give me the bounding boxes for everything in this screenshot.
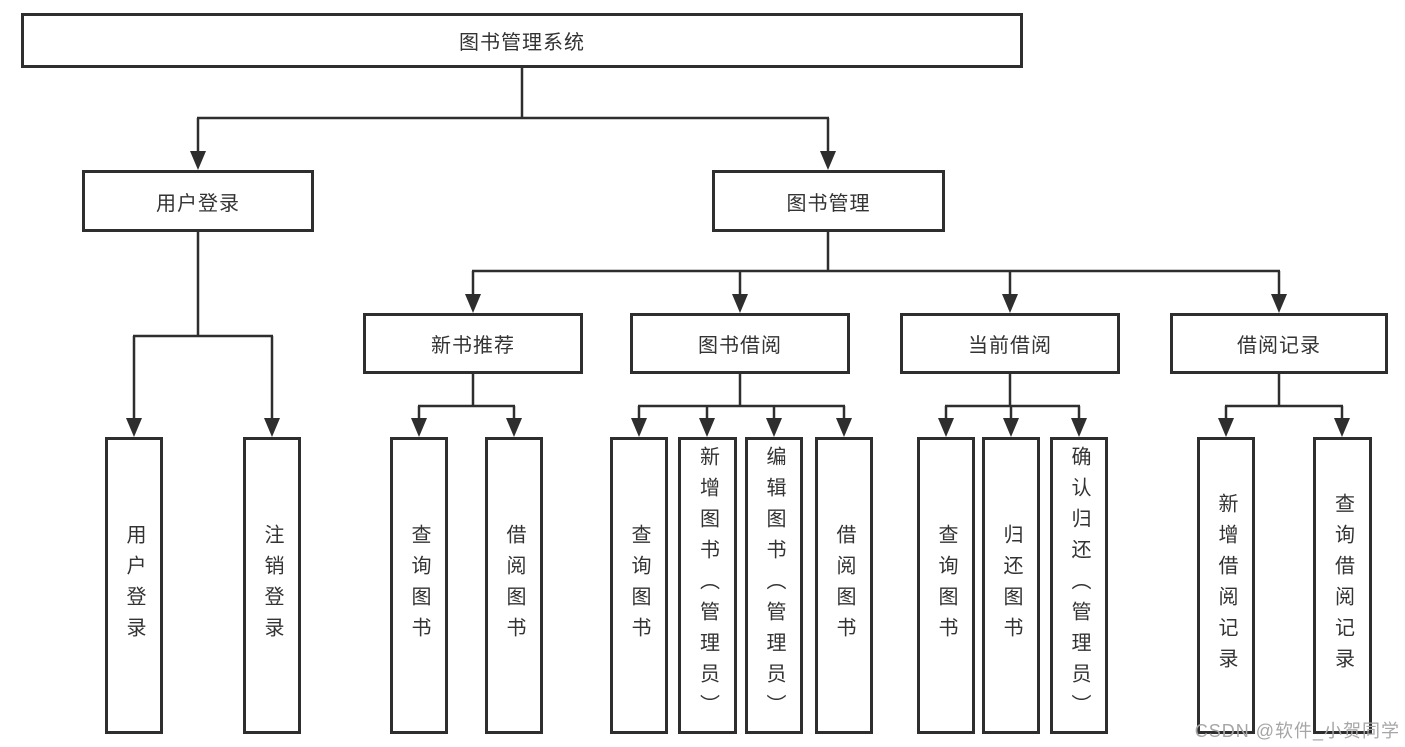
node-root-library-system: 图书管理系统	[21, 13, 1023, 68]
leaf-cb-query-books-label: 查询图书	[935, 523, 957, 648]
node-book-management: 图书管理	[712, 170, 945, 232]
connector-book-management-to-level3	[465, 232, 1287, 313]
leaf-cb-return-books: 归还图书	[982, 437, 1040, 734]
leaf-br-query-record: 查询借阅记录	[1313, 437, 1372, 734]
leaf-nb-query-books: 查询图书	[390, 437, 448, 734]
leaf-cb-query-books: 查询图书	[917, 437, 975, 734]
leaf-bb-edit-books-admin: 编辑图书（管理员）	[745, 437, 803, 734]
connector-root-to-level2	[190, 68, 836, 170]
leaf-bb-add-books-admin: 新增图书（管理员）	[678, 437, 737, 734]
leaf-bb-query-books: 查询图书	[610, 437, 668, 734]
node-borrow-records: 借阅记录	[1170, 313, 1388, 374]
node-book-management-label: 图书管理	[786, 192, 871, 215]
node-current-borrow: 当前借阅	[900, 313, 1120, 374]
node-borrow-records-label: 借阅记录	[1237, 335, 1321, 357]
leaf-br-add-record: 新增借阅记录	[1197, 437, 1255, 734]
connector-borrow-records-to-leaves	[1218, 374, 1350, 437]
leaf-logout-label: 注销登录	[261, 523, 283, 648]
leaf-nb-borrow-books-label: 借阅图书	[503, 523, 525, 648]
node-root-label: 图书管理系统	[459, 32, 585, 54]
leaf-cb-confirm-return-admin: 确认归还（管理员）	[1050, 437, 1108, 734]
node-book-borrow-label: 图书借阅	[698, 335, 782, 357]
leaf-cb-confirm-return-admin-label: 确认归还（管理员）	[1068, 446, 1090, 725]
csdn-watermark: CSDN @软件_小贺同学	[1194, 721, 1400, 741]
leaf-bb-add-books-admin-label: 新增图书（管理员）	[696, 446, 719, 725]
leaf-cb-return-books-label: 归还图书	[1000, 523, 1022, 648]
connector-user-login-to-leaves	[126, 232, 280, 437]
leaf-user-login-label: 用户登录	[123, 523, 145, 648]
leaf-logout: 注销登录	[243, 437, 301, 734]
node-current-borrow-label: 当前借阅	[968, 335, 1052, 357]
leaf-nb-query-books-label: 查询图书	[408, 523, 430, 648]
node-new-book-recommend-label: 新书推荐	[431, 335, 515, 357]
connector-current-borrow-to-leaves	[938, 374, 1087, 437]
leaf-br-query-record-label: 查询借阅记录	[1331, 492, 1354, 679]
leaf-bb-query-books-label: 查询图书	[628, 523, 650, 648]
node-new-book-recommend: 新书推荐	[363, 313, 583, 374]
leaf-bb-borrow-books-label: 借阅图书	[833, 523, 855, 648]
connector-book-borrow-to-leaves	[631, 374, 852, 437]
leaf-br-add-record-label: 新增借阅记录	[1215, 492, 1237, 679]
leaf-nb-borrow-books: 借阅图书	[485, 437, 543, 734]
leaf-bb-borrow-books: 借阅图书	[815, 437, 873, 734]
connector-new-book-recommend-to-leaves	[411, 374, 522, 437]
leaf-user-login: 用户登录	[105, 437, 163, 734]
node-book-borrow: 图书借阅	[630, 313, 850, 374]
node-user-login-label: 用户登录	[156, 192, 240, 215]
leaf-bb-edit-books-admin-label: 编辑图书（管理员）	[763, 446, 785, 725]
node-user-login: 用户登录	[82, 170, 314, 232]
